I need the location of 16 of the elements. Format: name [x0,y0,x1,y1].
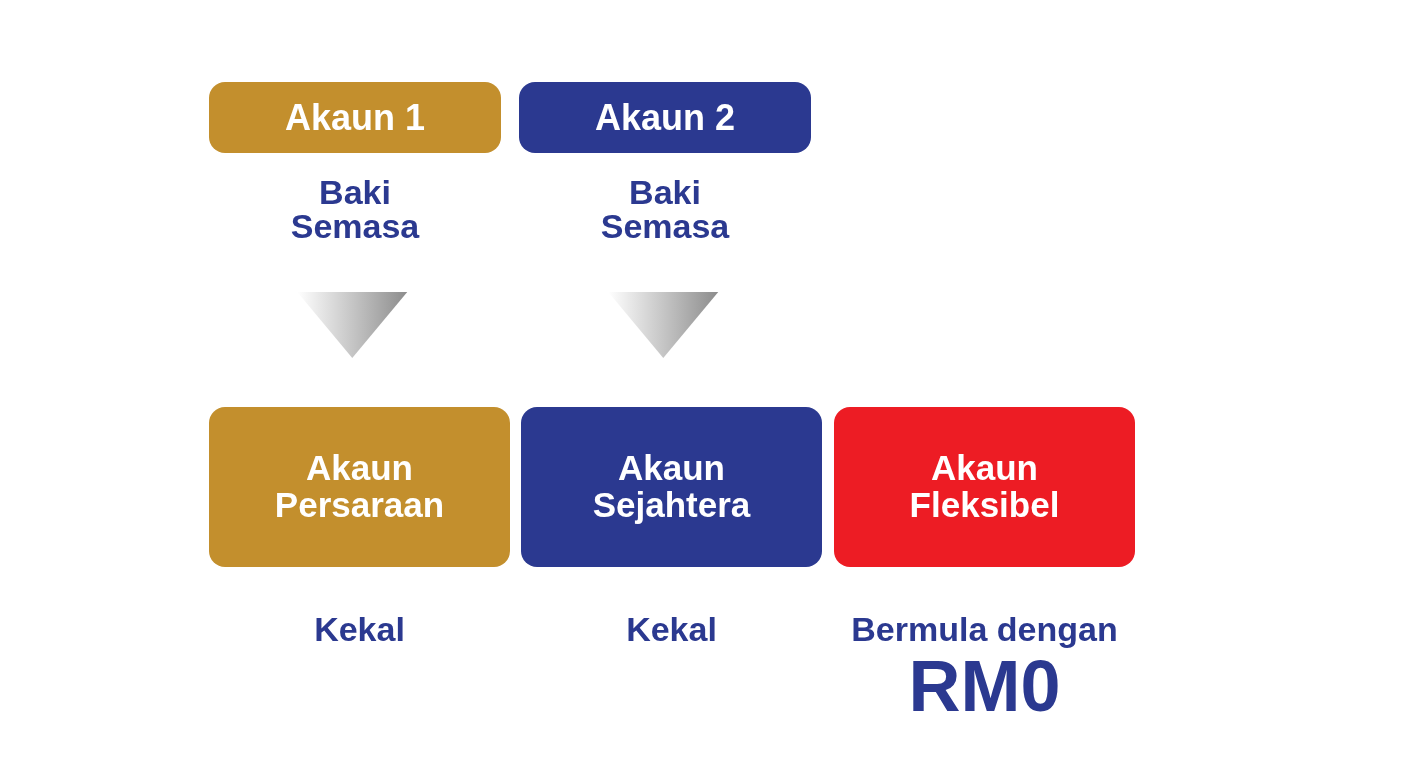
status-text: Baki Semasa [289,175,421,243]
status-text: Baki Semasa [599,175,731,243]
account-box [519,82,811,153]
account-box [209,407,510,567]
account-title: Akaun 1 [284,98,425,137]
account-box [521,407,822,567]
status-text: Bermula dengan [851,612,1118,646]
account-box [834,407,1135,567]
status-text: Kekal [313,612,406,646]
amount-text: RM0 [908,650,1061,722]
account-box [209,82,501,153]
account-title: Akaun Fleksibel [908,450,1061,524]
account-title: Akaun Persaraan [273,450,446,524]
account-title: Akaun 2 [594,98,735,137]
status-text: Kekal [625,612,718,646]
account-title: Akaun Sejahtera [591,450,752,524]
